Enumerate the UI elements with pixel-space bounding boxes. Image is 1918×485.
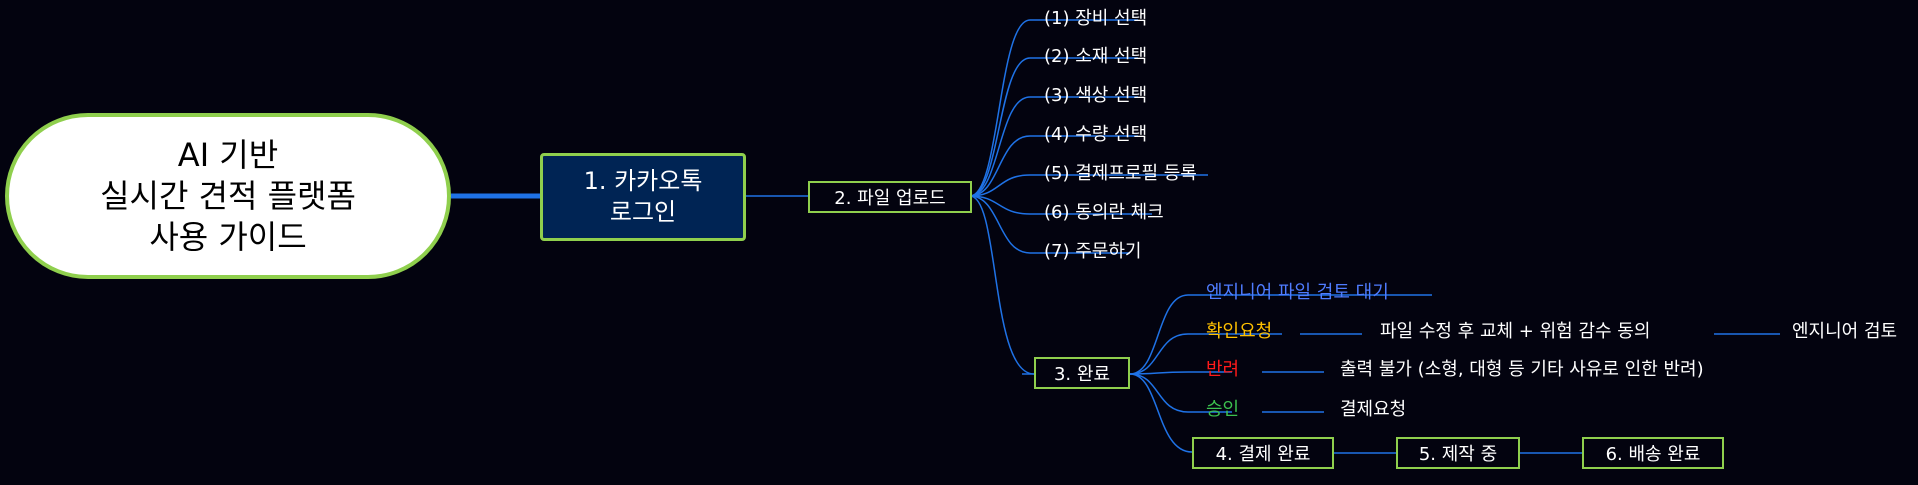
step-4: (4) 수량 선택 [1044, 124, 1148, 145]
production-node: 5. 제작 중 [1396, 437, 1520, 469]
step-6: (6) 동의란 체크 [1044, 202, 1164, 223]
step-7: (7) 주문하기 [1044, 241, 1142, 262]
confirm-request-label: 확인요청 [1206, 321, 1273, 342]
confirm-detail-label: 파일 수정 후 교체 + 위험 감수 동의 [1380, 321, 1651, 342]
review-waiting-label: 엔지니어 파일 검토 대기 [1206, 282, 1389, 303]
reject-detail-label: 출력 불가 (소형, 대형 등 기타 사유로 인한 반려) [1340, 359, 1704, 380]
approve-label: 승인 [1206, 399, 1240, 420]
reject-label: 반려 [1206, 359, 1240, 380]
login-node: 1. 카카오톡 로그인 [540, 153, 746, 241]
root-line-3: 사용 가이드 [149, 217, 307, 256]
delivery-complete-node: 6. 배송 완료 [1582, 437, 1724, 469]
engineer-review-label: 엔지니어 검토 [1792, 321, 1898, 342]
root-line-2: 실시간 견적 플랫폼 [100, 176, 356, 215]
step-3: (3) 색상 선택 [1044, 85, 1148, 106]
root-node: AI 기반 실시간 견적 플랫폼 사용 가이드 [5, 113, 451, 279]
complete-node: 3. 완료 [1034, 357, 1130, 389]
login-line-2: 로그인 [609, 198, 677, 226]
payment-complete-node: 4. 결제 완료 [1192, 437, 1334, 469]
step-1: (1) 장비 선택 [1044, 8, 1148, 29]
upload-node: 2. 파일 업로드 [808, 181, 972, 213]
root-line-1: AI 기반 [177, 135, 279, 174]
login-line-1: 1. 카카오톡 [583, 167, 703, 195]
step-5: (5) 결제프로필 등록 [1044, 163, 1197, 184]
step-2: (2) 소재 선택 [1044, 46, 1148, 67]
payment-request-label: 결제요청 [1340, 399, 1407, 420]
